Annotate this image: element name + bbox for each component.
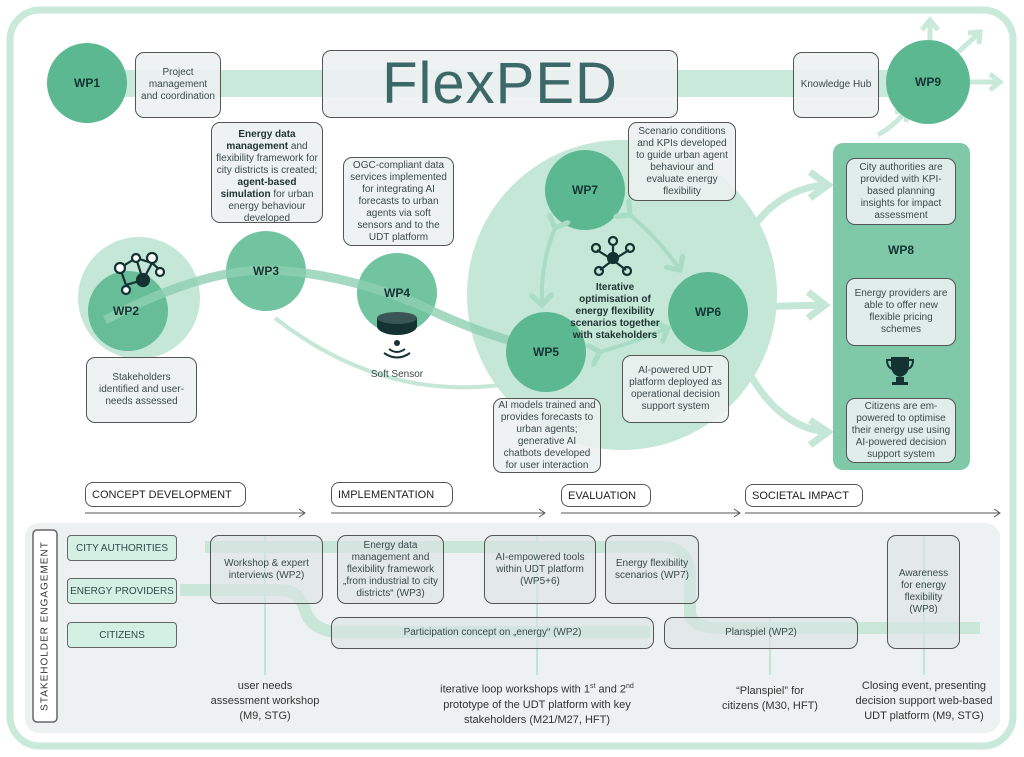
activity-flex-scenarios: Energy flexibility scenarios (WP7): [605, 535, 699, 604]
wp4-description-box: OGC-compliant data services implemented …: [343, 157, 454, 246]
wp6-description-box: AI-powered UDT platform deployed as oper…: [622, 355, 729, 423]
phase-implementation: IMPLEMENTATION: [331, 482, 453, 507]
wp3-label: WP3: [252, 264, 280, 278]
impact-arrows: [724, 169, 835, 448]
phase-concept-development: CONCEPT DEVELOPMENT: [85, 482, 246, 507]
wp7-circle: [545, 150, 625, 230]
group-citizens: CITIZENS: [67, 622, 177, 648]
wp6-label: WP6: [694, 305, 722, 319]
trophy-icon: [885, 357, 915, 385]
iterative-optimisation-label: Iterative optimisation of energy flexibi…: [570, 282, 660, 341]
wp1-circle: [47, 43, 127, 123]
stakeholder-engagement-box: [32, 529, 58, 723]
group-energy-providers: ENERGY PROVIDERS: [67, 578, 177, 604]
note-iterative-workshops: iterative loop workshops with 1st and 2n…: [440, 683, 634, 726]
wp2-label: WP2: [112, 304, 140, 318]
flexped-title: FlexPED: [322, 50, 678, 118]
wp5-circle: [506, 312, 586, 392]
wp6-circle: [668, 272, 748, 352]
activity-ai-tools: AI-empowered tools within UDT platform (…: [484, 535, 596, 604]
wp8-label: WP8: [887, 243, 915, 257]
activity-awareness: Awareness for energy flexibility (WP8): [887, 535, 960, 649]
note-user-needs: user needs assessment workshop (M9, STG): [210, 680, 320, 722]
activity-planspiel: Planspiel (WP2): [664, 617, 858, 649]
wp3-bold-2: agent-based simulation: [220, 177, 297, 200]
phase-arrows: [85, 508, 1001, 518]
group-city-authorities: CITY AUTHORITIES: [67, 535, 177, 561]
note-closing-event: Closing event, presenting decision suppo…: [855, 680, 993, 722]
wp4-label: WP4: [383, 286, 411, 300]
soft-sensor-icon: [377, 312, 417, 359]
phase-evaluation: EVALUATION: [561, 484, 651, 507]
wp3-text-1: and flexibility framework for city distr…: [216, 141, 318, 176]
note-planspiel: “Planspiel” for citizens (M30, HFT): [722, 685, 818, 712]
outer-frame: [6, 6, 1017, 750]
engagement-connector-lines: [264, 535, 925, 675]
project-management-box: Project management and coordination: [135, 52, 221, 118]
activity-energy-data: Energy data management and flexibility f…: [337, 535, 444, 604]
loop-arrows: [542, 215, 680, 352]
activity-workshop: Workshop & expert interviews (WP2): [210, 535, 323, 604]
soft-sensor-label: Soft Sensor: [370, 369, 424, 380]
collaboration-network-icon: [590, 235, 636, 277]
wp1-label: WP1: [73, 76, 101, 90]
wp5-description-box: AI models trained and provides forecasts…: [493, 398, 601, 473]
stakeholder-network-icon: [113, 251, 166, 296]
wp3-bold-1: Energy data management: [226, 129, 296, 152]
wp3-description-box: Energy data management and flexibility f…: [211, 122, 323, 224]
wp8-city-authorities-box: City authorities are provided with KPI-b…: [846, 158, 956, 225]
knowledge-hub-box: Knowledge Hub: [793, 52, 879, 118]
feedback-arrow: [273, 316, 501, 390]
phase-societal-impact: SOCIETAL IMPACT: [745, 484, 863, 507]
stakeholder-engagement-label: STAKEHOLDER ENGAGEMENT: [40, 541, 51, 711]
wp9-circle: [886, 40, 970, 124]
activity-participation: Participation concept on „energy“ (WP2): [331, 617, 654, 649]
wp7-label: WP7: [571, 183, 599, 197]
wp8-energy-providers-box: Energy providers are able to offer new f…: [846, 278, 956, 346]
flow-path: [102, 265, 547, 355]
wp2-description-box: Stakeholders identified and user-needs a…: [86, 357, 197, 423]
wp8-citizens-box: Citizens are em-powered to optimise thei…: [846, 398, 956, 463]
wp9-label: WP9: [914, 75, 942, 89]
wp3-text-2: for urban energy behaviour developed: [228, 189, 314, 224]
wp5-label: WP5: [532, 345, 560, 359]
wp7-description-box: Scenario conditions and KPIs developed t…: [628, 122, 736, 201]
